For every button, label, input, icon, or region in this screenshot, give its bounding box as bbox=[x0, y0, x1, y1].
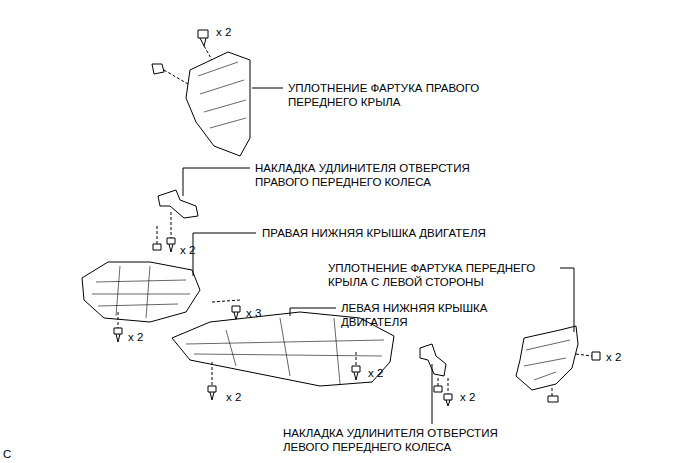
figure-code: C bbox=[3, 447, 11, 461]
quantity: x 2 bbox=[460, 390, 475, 404]
part-name: ПРАВАЯ НИЖНЯЯ КРЫШКА ДВИГАТЕЛЯ bbox=[262, 226, 486, 240]
clip bbox=[548, 396, 558, 402]
screw bbox=[167, 238, 175, 252]
quantity: x 2 bbox=[606, 350, 621, 364]
bolt bbox=[232, 306, 240, 320]
screw bbox=[153, 244, 161, 250]
screw bbox=[434, 386, 442, 392]
quantity: x 3 bbox=[246, 306, 261, 320]
apron-seal-left bbox=[516, 326, 578, 390]
screw bbox=[444, 394, 452, 406]
quantity: x 2 bbox=[180, 243, 195, 257]
quantity: x 2 bbox=[128, 330, 143, 344]
part-name: УПЛОТНЕНИЕ ФАРТУКА ПЕРЕДНЕГО КРЫЛА С ЛЕВ… bbox=[328, 261, 556, 289]
extension-pad-left bbox=[420, 344, 446, 376]
apron-seal-right bbox=[186, 52, 250, 156]
quantity: x 2 bbox=[226, 390, 241, 404]
bolt bbox=[352, 366, 360, 380]
quantity: x 2 bbox=[368, 366, 383, 380]
bolt bbox=[198, 30, 208, 46]
clip bbox=[152, 64, 164, 74]
quantity: x 2 bbox=[216, 25, 231, 39]
extension-pad-right bbox=[158, 190, 198, 218]
bolt bbox=[208, 386, 216, 400]
under-cover-right bbox=[82, 262, 200, 322]
bolt bbox=[592, 352, 600, 360]
part-name: НАКЛАДКА УДЛИНИТЕЛЯ ОТВЕРСТИЯ ПРАВОГО ПЕ… bbox=[255, 161, 475, 189]
part-name: УПЛОТНЕНИЕ ФАРТУКА ПРАВОГО ПЕРЕДНЕГО КРЫ… bbox=[288, 81, 498, 109]
bolt bbox=[114, 328, 122, 342]
part-name: ЛЕВАЯ НИЖНЯЯ КРЫШКА ДВИГАТЕЛЯ bbox=[341, 301, 496, 329]
part-name: НАКЛАДКА УДЛИНИТЕЛЯ ОТВЕРСТИЯ ЛЕВОГО ПЕР… bbox=[283, 426, 508, 454]
leader-lines bbox=[183, 88, 574, 424]
